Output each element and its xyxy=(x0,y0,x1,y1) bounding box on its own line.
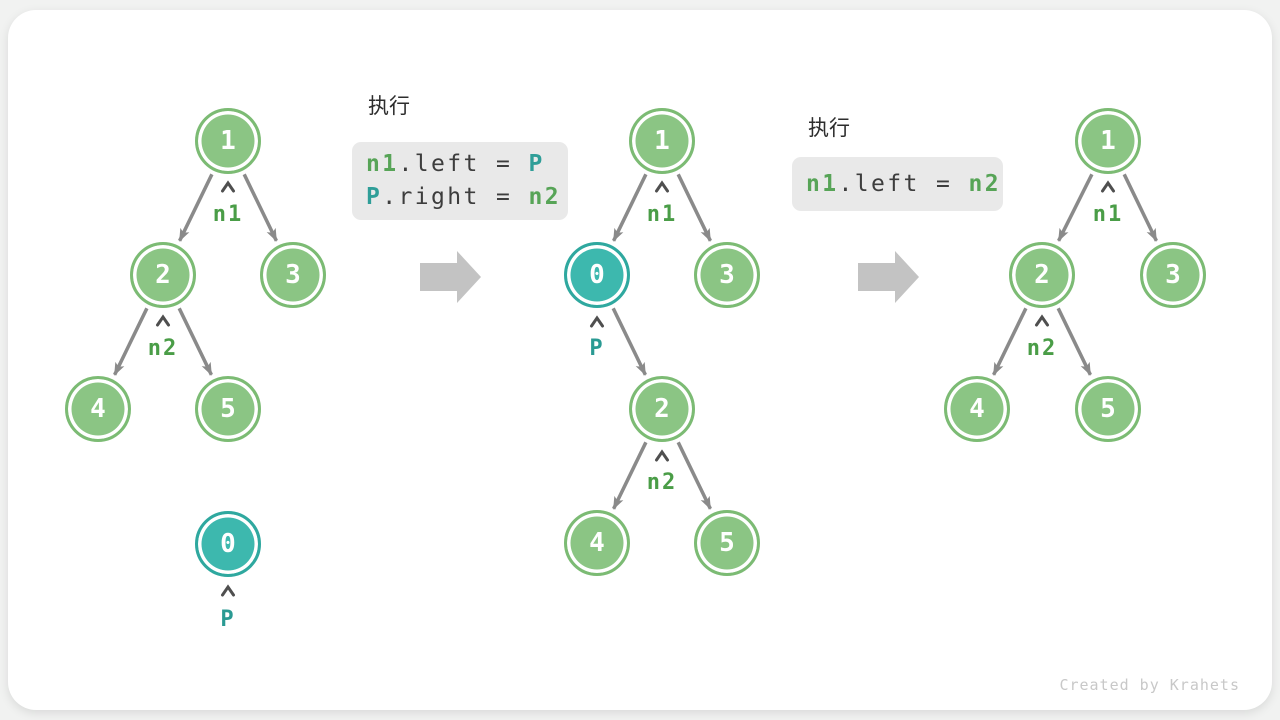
tree-node: 4 xyxy=(564,510,630,576)
code-block: n1.left = n2 xyxy=(792,157,1003,211)
tree-node: 5 xyxy=(1075,376,1141,442)
tree-node: 1 xyxy=(629,108,695,174)
code-token: P xyxy=(528,151,545,177)
pointer-label-n2: n2 xyxy=(147,336,179,361)
code-token: n1 xyxy=(806,171,839,197)
transition-arrow-icon xyxy=(420,251,481,303)
code-token: .right = xyxy=(382,184,529,210)
code-line: n1.left = P xyxy=(366,148,568,181)
tree-node: 3 xyxy=(260,242,326,308)
tree-node: 2 xyxy=(1009,242,1075,308)
tree-node: 1 xyxy=(1075,108,1141,174)
tree-node-p: 0 xyxy=(564,242,630,308)
pointer-label-n1: n1 xyxy=(1092,202,1124,227)
tree-node: 2 xyxy=(629,376,695,442)
pointer-label-p: P xyxy=(220,607,236,632)
watermark: Created by Krahets xyxy=(1059,676,1240,694)
tree-node: 4 xyxy=(65,376,131,442)
pointer-label-p: P xyxy=(589,336,605,361)
tree-left-edges xyxy=(113,173,278,376)
code-line: P.right = n2 xyxy=(366,181,568,214)
exec-label: 执行 xyxy=(808,117,850,140)
code-token: n2 xyxy=(968,171,1001,197)
pointer-label-n1: n1 xyxy=(212,202,244,227)
tree-middle-edges xyxy=(611,173,712,510)
tree-node: 4 xyxy=(944,376,1010,442)
tree-node: 1 xyxy=(195,108,261,174)
code-token: .left = xyxy=(398,151,529,177)
pointer-label-n2: n2 xyxy=(646,470,678,495)
tree-node-p: 0 xyxy=(195,511,261,577)
code-token: P xyxy=(366,184,383,210)
pointer-label-n1: n1 xyxy=(646,202,678,227)
tree-right-edges xyxy=(992,173,1158,376)
tree-node: 3 xyxy=(694,242,760,308)
tree-node: 5 xyxy=(694,510,760,576)
pointer-caret-icons xyxy=(156,180,1115,597)
tree-node: 3 xyxy=(1140,242,1206,308)
code-block: n1.left = P P.right = n2 xyxy=(352,142,568,220)
pointer-label-n2: n2 xyxy=(1026,336,1058,361)
tree-node: 2 xyxy=(130,242,196,308)
transition-arrow-icon xyxy=(858,251,919,303)
exec-label: 执行 xyxy=(368,95,410,118)
code-token: .left = xyxy=(838,171,969,197)
code-token: n2 xyxy=(528,184,561,210)
code-line: n1.left = n2 xyxy=(806,167,1003,201)
tree-node: 5 xyxy=(195,376,261,442)
code-token: n1 xyxy=(366,151,399,177)
